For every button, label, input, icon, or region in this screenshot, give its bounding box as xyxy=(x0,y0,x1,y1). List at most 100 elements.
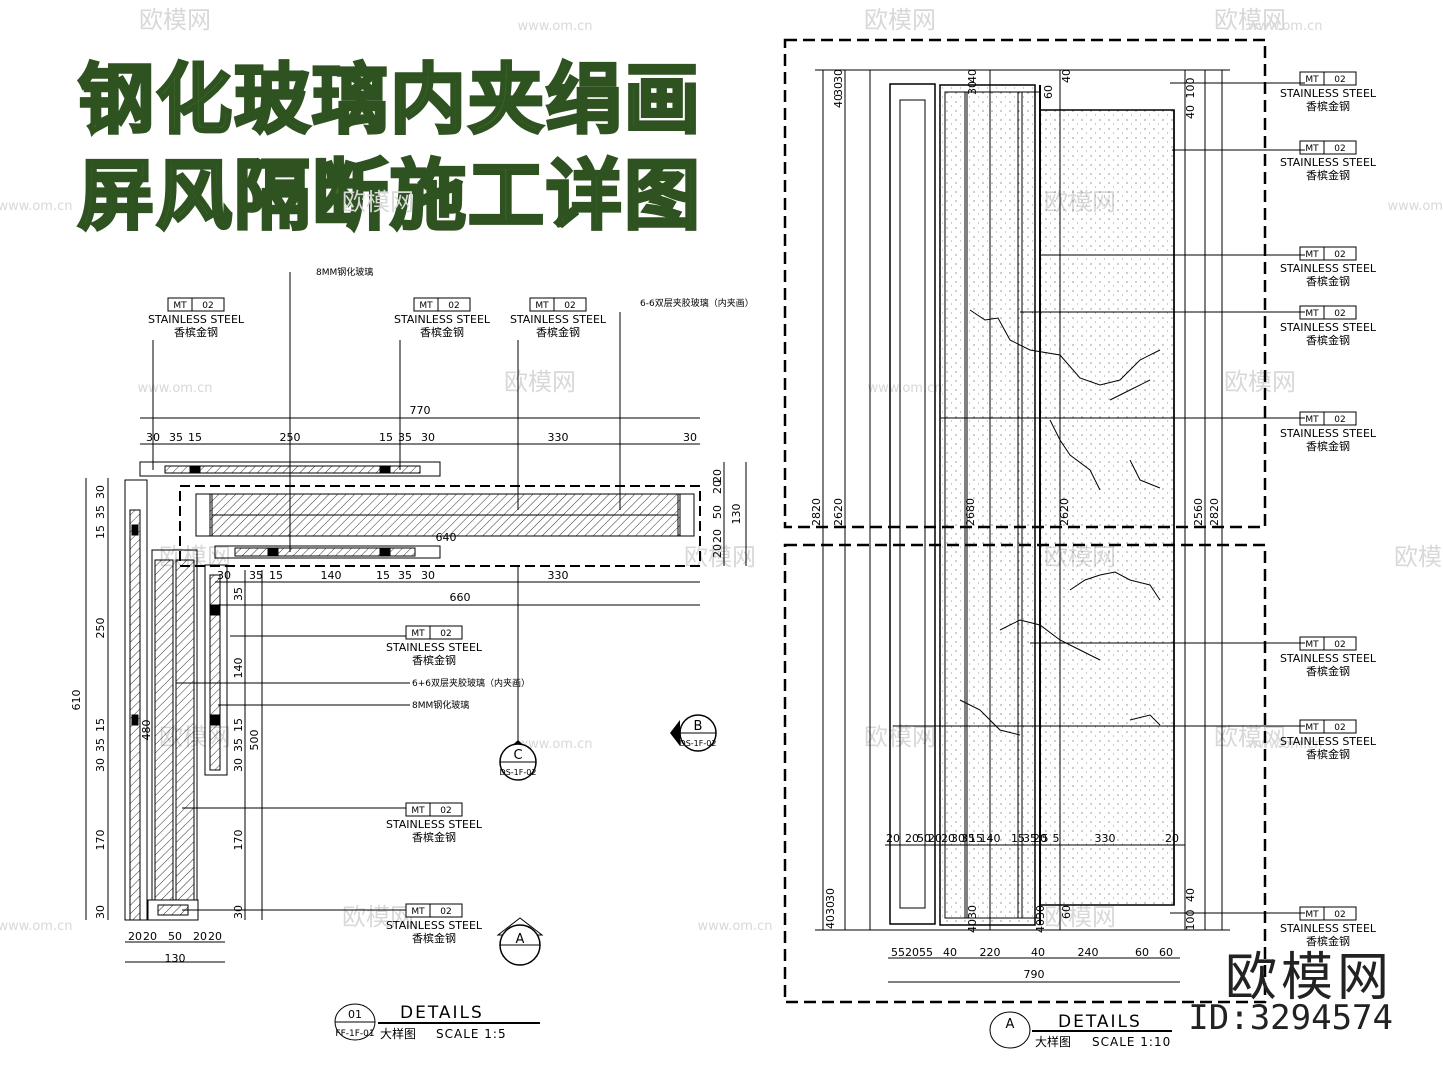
watermark-logo: 欧模网 xyxy=(1214,723,1286,751)
tag-finish: 香槟金钢 xyxy=(536,325,580,339)
caption-left: 01 FF-1F-01 DETAILS 大样图 SCALE 1:5 xyxy=(334,1003,540,1041)
dim-bottom-total: 660 xyxy=(450,591,471,604)
drawing-title-line-2: 屏风隔断施工详图 xyxy=(77,151,702,240)
tag-num: 02 xyxy=(1334,640,1345,650)
dim-label: 60 xyxy=(1042,85,1055,99)
tag-finish: 香槟金钢 xyxy=(1306,934,1350,948)
plan-detail xyxy=(85,272,747,963)
tag-finish: 香槟金钢 xyxy=(1306,664,1350,678)
dim-label: 40 xyxy=(966,919,979,933)
tag-material: STAINLESS STEEL xyxy=(386,641,483,654)
note-laminated-side: 6+6双层夹胶玻璃（内夹画） xyxy=(412,677,530,689)
tag-material: STAINLESS STEEL xyxy=(1280,735,1377,748)
dim-label: 20 xyxy=(886,832,900,845)
tag-finish: 香槟金钢 xyxy=(1306,168,1350,182)
tag-code: MT xyxy=(411,806,425,816)
tag-material: STAINLESS STEEL xyxy=(1280,321,1377,334)
dim-label: 20 xyxy=(143,930,157,943)
watermark-url: www.om.cn xyxy=(0,919,72,934)
tag-material: STAINLESS STEEL xyxy=(1280,156,1377,169)
svg-text:DETAILS: DETAILS xyxy=(400,1003,484,1023)
drawing-title-line-1: 钢化玻璃内夹绢画 xyxy=(77,55,702,144)
tag-code: MT xyxy=(1305,75,1319,85)
section-marker-c: C DS-1F-02 xyxy=(499,740,537,781)
tag-num: 02 xyxy=(440,629,451,639)
dim-label: 15 xyxy=(1011,832,1025,845)
plan-notes: 8MM钢化玻璃 6-6双层夹胶玻璃（内夹画） 6+6双层夹胶玻璃（内夹画） 8M… xyxy=(316,266,754,711)
silk-painting-panel xyxy=(1039,109,1175,906)
dim-label: 15 xyxy=(379,431,393,444)
dim-label: 30 xyxy=(966,81,979,95)
dim-label: 35 xyxy=(249,569,263,582)
dim-label: 40 xyxy=(1031,946,1045,959)
dim-label: 2820 xyxy=(810,498,823,526)
dim-label: 220 xyxy=(980,946,1001,959)
tag-code: MT xyxy=(1305,910,1319,920)
tag-code: MT xyxy=(419,301,433,311)
watermark-logo: 欧模网 xyxy=(1224,368,1296,396)
tag-finish: 香槟金钢 xyxy=(412,653,456,667)
dim-label: 2820 xyxy=(1208,498,1221,526)
tag-code: MT xyxy=(1305,250,1319,260)
dim-label: 20 xyxy=(128,930,142,943)
tag-num: 02 xyxy=(1334,910,1345,920)
dim-label: 15 xyxy=(94,525,107,539)
dim-label: 30 xyxy=(683,431,697,444)
svg-text:DETAILS: DETAILS xyxy=(1058,1012,1142,1032)
note-tempered-glass-top: 8MM钢化玻璃 xyxy=(316,266,373,278)
dim-label: 15 xyxy=(376,569,390,582)
watermark-logo: 欧模网 xyxy=(504,368,576,396)
watermark-logo: 欧模网 xyxy=(1044,903,1116,931)
dim-label: 40 xyxy=(832,94,845,108)
dim-top-total: 770 xyxy=(410,404,431,417)
tag-material: STAINLESS STEEL xyxy=(1280,427,1377,440)
tag-num: 02 xyxy=(1334,309,1345,319)
dim-label: 30 xyxy=(832,82,845,96)
dim-label: 20 xyxy=(193,930,207,943)
tag-num: 02 xyxy=(1334,415,1345,425)
dim-label: 240 xyxy=(1078,946,1099,959)
laminated-glass-boundary xyxy=(179,485,701,567)
brand-logo-text: 欧模网 xyxy=(1224,948,1393,1008)
elevation xyxy=(783,38,1305,1004)
watermark-url: www.om.cn xyxy=(138,381,213,396)
dim-label: 15 xyxy=(94,718,107,732)
dim-label: 35 xyxy=(232,587,245,601)
watermark-url: www.om.cn xyxy=(0,199,72,214)
svg-text:SCALE 1:10: SCALE 1:10 xyxy=(1092,1035,1171,1049)
tag-code: MT xyxy=(1305,723,1319,733)
svg-text:A: A xyxy=(516,932,525,947)
dim-label: 60 xyxy=(1135,946,1149,959)
dim-label: 40 xyxy=(1060,69,1073,83)
dim-label: 40 xyxy=(824,915,837,929)
dim-label: 170 xyxy=(232,830,245,851)
dim-label: 55 xyxy=(919,946,933,959)
section-marker-b: B DS-1F-02 xyxy=(670,714,717,752)
dim-label: 20 xyxy=(208,930,222,943)
dim-label: 30 xyxy=(94,905,107,919)
tag-code: MT xyxy=(173,301,187,311)
tag-material: STAINLESS STEEL xyxy=(148,313,245,326)
dim-label: 20 xyxy=(928,832,942,845)
tag-finish: 香槟金钢 xyxy=(1306,274,1350,288)
tag-material: STAINLESS STEEL xyxy=(1280,87,1377,100)
tag-finish: 香槟金钢 xyxy=(1306,333,1350,347)
dim-label: 2560 xyxy=(1192,498,1205,526)
dim-label: 20 xyxy=(941,832,955,845)
dim-label: 30 xyxy=(421,569,435,582)
tag-finish: 香槟金钢 xyxy=(1306,439,1350,453)
tag-num: 02 xyxy=(440,806,451,816)
tag-material: STAINLESS STEEL xyxy=(394,313,491,326)
note-laminated-top: 6-6双层夹胶玻璃（内夹画） xyxy=(640,297,754,309)
dim-label: 2620 xyxy=(832,498,845,526)
dim-label: 30 xyxy=(94,758,107,772)
svg-text:C: C xyxy=(513,748,522,763)
svg-text:大样图: 大样图 xyxy=(380,1026,416,1041)
tag-code: MT xyxy=(1305,144,1319,154)
